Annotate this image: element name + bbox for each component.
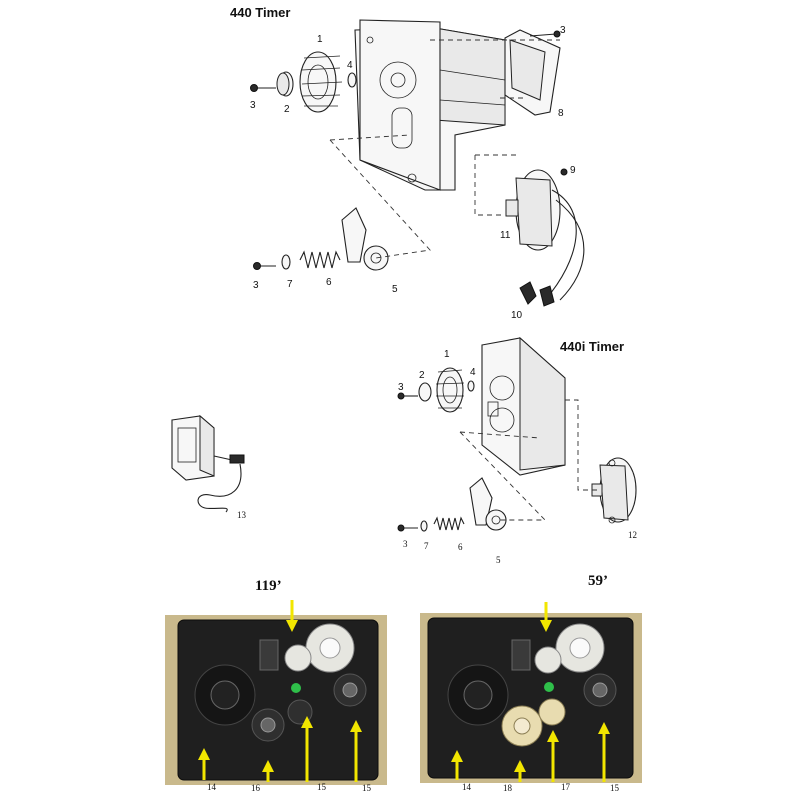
callout-3-lower-440i: 3 (403, 539, 408, 549)
photo-59-callout-18: 18 (503, 783, 513, 793)
photo-59-title: 59’ (588, 573, 608, 589)
timer-440-housing (354, 19, 506, 191)
callout-5: 5 (392, 284, 398, 295)
timer-440i-title: 440i Timer (560, 339, 624, 354)
part-4-washer-440i (467, 380, 475, 392)
photo-119-green-marker (291, 683, 301, 693)
part-12-motor (591, 457, 637, 524)
part-3-screw (250, 84, 276, 92)
leader-lines-440 (329, 39, 560, 259)
callout-4: 4 (347, 60, 353, 71)
photo-119-title: 119’ (255, 578, 282, 594)
photo-59-gear-15 (583, 673, 617, 707)
part-8-cover (504, 29, 561, 116)
photo-119-gear-15 (333, 673, 367, 707)
callout-12: 12 (628, 530, 637, 540)
part-2-knob-440i (418, 382, 432, 402)
callout-5-440i: 5 (496, 555, 501, 565)
photo-119-callout-16: 16 (251, 783, 261, 793)
photo-59-arrows (451, 602, 610, 782)
part-2-knob (276, 71, 294, 97)
photo-59-callout-14: 14 (462, 782, 472, 792)
callout-2-440i: 2 (419, 370, 425, 381)
callout-2: 2 (284, 104, 290, 115)
timer-440i-diagram: 440i Timer 1 2 3 4 (397, 336, 637, 565)
part-6-spring-440i (433, 516, 465, 531)
callout-4-440i: 4 (470, 367, 476, 378)
part-1-cam-assembly (299, 51, 343, 113)
callout-6: 6 (326, 277, 332, 288)
callout-3-lower: 3 (253, 280, 259, 291)
photo-119-callout-14: 14 (207, 782, 217, 792)
callout-8: 8 (558, 108, 564, 119)
photo-119-panel: 119’ 14 16 15 15 (165, 578, 387, 793)
photo-119-callout-15a: 15 (317, 782, 327, 792)
timer-440-title: 440 Timer (230, 5, 290, 20)
part-1-cam-assembly-440i (435, 367, 465, 413)
part-11-motor (505, 168, 585, 307)
leader-lines-440i (459, 399, 600, 521)
part-5-lever-gear-440i (469, 477, 507, 531)
part-3-screw-440i (397, 392, 418, 400)
callout-3-top: 3 (560, 25, 566, 36)
callout-10: 10 (511, 310, 523, 321)
photo-119-arrows (198, 600, 362, 782)
timer-440i-housing (481, 336, 566, 476)
callout-6-440i: 6 (458, 542, 463, 552)
part-6-spring (299, 250, 341, 269)
photo-119-callout-15b: 15 (362, 783, 372, 793)
callout-9: 9 (570, 165, 576, 176)
callout-7-440i: 7 (424, 541, 429, 551)
part-3-screw-lower-440i (397, 524, 418, 532)
callout-13: 13 (237, 510, 247, 520)
timer-440-diagram: 440 Timer (230, 5, 585, 321)
callout-3: 3 (250, 100, 256, 111)
part-4-washer (347, 72, 357, 88)
part-3-screw-lower (253, 262, 276, 270)
part-5-lever-gear (341, 207, 389, 271)
photo-119-gear-16 (251, 708, 285, 742)
photo-59-callout-17: 17 (561, 782, 571, 792)
photo-59-callout-15: 15 (610, 783, 620, 793)
part-7-washer (281, 254, 291, 270)
callout-1: 1 (317, 34, 323, 45)
callout-3-440i: 3 (398, 382, 404, 393)
photo-59-panel: 59’ 14 18 17 15 (420, 573, 642, 793)
photo-59-green-marker (544, 682, 554, 692)
callout-11: 11 (500, 230, 511, 241)
photo-59-gear-17 (538, 698, 566, 726)
part-7-washer-440i (420, 520, 428, 532)
part-13-power-adapter (171, 414, 245, 513)
callout-1-440i: 1 (444, 349, 450, 360)
callout-7: 7 (287, 279, 293, 290)
